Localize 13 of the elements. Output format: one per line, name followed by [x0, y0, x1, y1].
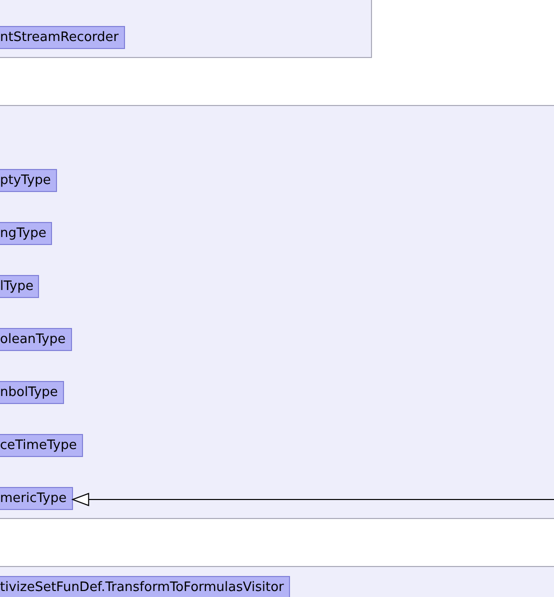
class-box: oleanType	[0, 328, 72, 351]
class-box: ngType	[0, 222, 52, 245]
class-box: ntStreamRecorder	[0, 26, 125, 49]
package-panel	[0, 566, 554, 597]
class-box: nbolType	[0, 381, 64, 404]
package-panel	[0, 105, 554, 519]
class-box: mericType	[0, 487, 73, 510]
inheritance-arrow	[72, 493, 554, 506]
class-box: tivizeSetFunDef.TransformToFormulasVisitor	[0, 576, 290, 597]
package-panel	[0, 0, 372, 58]
class-box: ceTimeType	[0, 434, 83, 457]
class-box: lType	[0, 275, 40, 298]
class-box: ptyType	[0, 169, 57, 192]
